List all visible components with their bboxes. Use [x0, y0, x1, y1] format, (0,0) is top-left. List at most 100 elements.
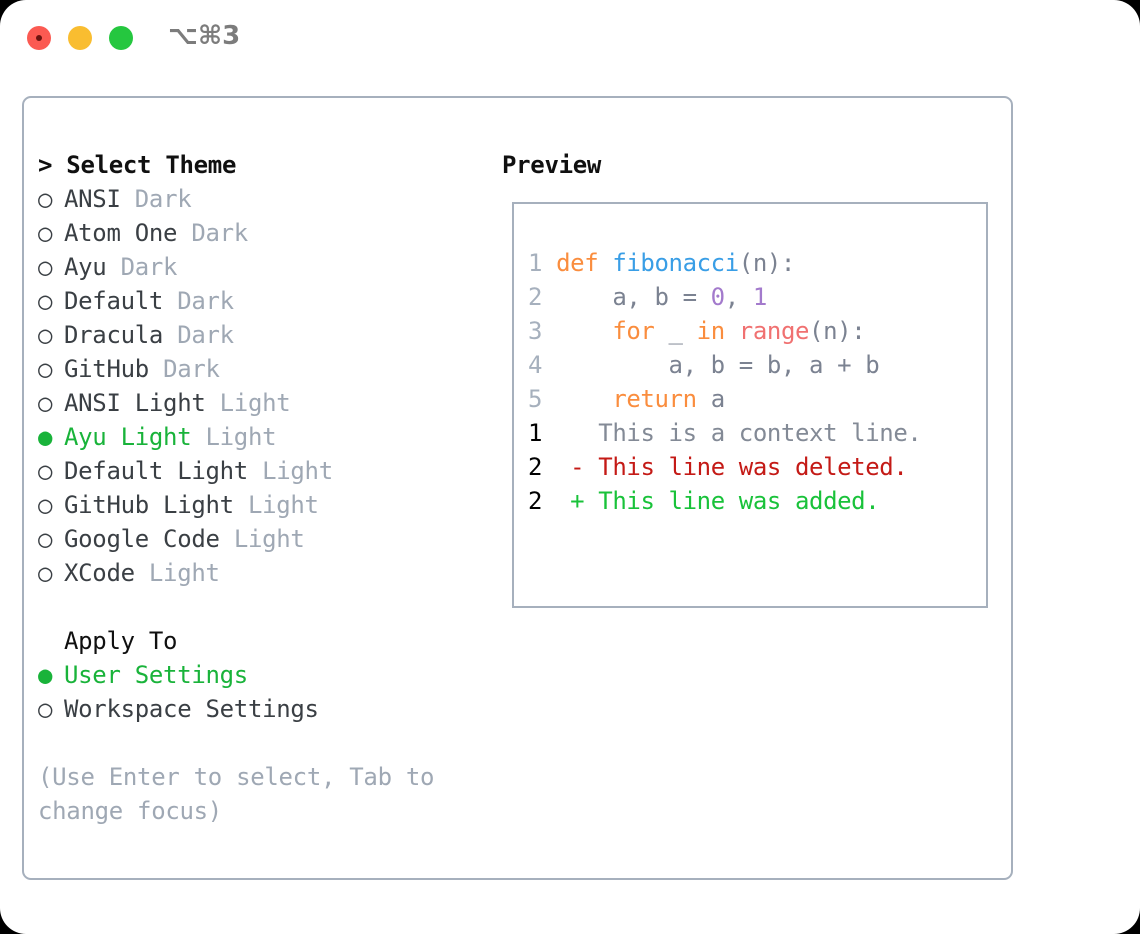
code-token: range	[738, 317, 810, 345]
theme-list-item[interactable]: ○ ANSI Dark	[38, 182, 478, 216]
theme-list-item[interactable]: ○Default Dark	[38, 284, 478, 318]
code-line: 4 a, b = b, a + b	[528, 348, 880, 382]
code-token: fibonacci	[612, 249, 739, 277]
radio-unselected-icon: ○	[38, 695, 53, 723]
theme-name: Dracula	[64, 321, 164, 349]
minimize-button-icon[interactable]	[68, 26, 92, 50]
radio-unselected-icon: ○	[38, 253, 53, 281]
gutter-gap	[542, 249, 556, 277]
apply-to-heading: Apply To	[64, 627, 178, 655]
theme-spacer	[135, 559, 149, 587]
radio-selected-icon: ●	[38, 661, 53, 689]
theme-spacer	[234, 491, 248, 519]
list-spacer	[38, 590, 478, 624]
diff-line: 2 + This line was added.	[528, 484, 921, 518]
theme-spacer	[248, 457, 262, 485]
keyboard-hint: (Use Enter to select, Tab to change focu…	[38, 763, 435, 825]
theme-selector-panel: > Select Theme ○ANSI Dark○Atom One Dark○…	[22, 96, 1013, 880]
radio-unselected-icon: ○	[38, 525, 53, 553]
theme-name: Atom One	[64, 219, 178, 247]
code-line: 1 def fibonacci(n):	[528, 246, 879, 280]
code-token: 0	[710, 283, 725, 311]
code-token: 1	[752, 283, 767, 311]
radio-unselected-icon: ○	[38, 321, 53, 349]
theme-name: ANSI Light	[64, 389, 206, 417]
radio-unselected-icon: ○	[38, 491, 53, 519]
theme-name: ANSI	[64, 185, 121, 213]
marker-gap	[584, 487, 598, 515]
theme-spacer	[163, 287, 177, 315]
theme-spacer	[220, 525, 234, 553]
theme-variant-tag: Dark	[163, 355, 220, 383]
window-controls	[27, 26, 133, 50]
apply-to-item[interactable]: ○ Workspace Settings	[38, 692, 478, 726]
code-token: ,	[724, 283, 753, 311]
title-bar: ⌥⌘3	[0, 0, 1140, 78]
theme-list-item[interactable]: ○ XCode Light	[38, 556, 478, 590]
theme-variant-tag: Dark	[191, 219, 248, 247]
theme-list-item[interactable]: ○GitHub Light Light	[38, 488, 478, 522]
theme-list-item[interactable]: ○ Atom One Dark	[38, 216, 478, 250]
code-token: a	[710, 385, 725, 413]
theme-list-item[interactable]: ○ Dracula Dark	[38, 318, 478, 352]
radio-unselected-icon: ○	[38, 219, 53, 247]
theme-name: Default Light	[64, 457, 248, 485]
code-token	[556, 317, 612, 345]
radio-unselected-icon: ○	[38, 355, 53, 383]
gutter-gap	[542, 351, 556, 379]
theme-variant-tag: Light	[233, 525, 305, 553]
apply-to-item[interactable]: ● User Settings	[38, 658, 478, 692]
theme-name: GitHub	[64, 355, 149, 383]
keyboard-shortcut-label: ⌥⌘3	[168, 21, 241, 51]
theme-spacer	[163, 321, 177, 349]
theme-list-item[interactable]: ○Ayu Dark	[38, 250, 478, 284]
code-line: 3 for _ in range(n):	[528, 314, 879, 348]
theme-variant-tag: Light	[247, 491, 319, 519]
diff-text: This line was deleted.	[598, 453, 908, 481]
diff-sample: 1 This is a context line.2 - This line w…	[528, 416, 922, 518]
theme-list-item[interactable]: ○Google Code Light	[38, 522, 478, 556]
diff-line-number: 2	[528, 453, 543, 481]
radio-unselected-icon: ○	[38, 287, 53, 315]
diff-marker: -	[570, 453, 585, 481]
radio-unselected-icon: ○	[38, 185, 53, 213]
code-token: _	[668, 317, 697, 345]
theme-spacer	[177, 219, 191, 247]
theme-list-item[interactable]: ○Default Light Light	[38, 454, 478, 488]
theme-list-item[interactable]: ●Ayu Light Light	[38, 420, 478, 454]
theme-spacer	[206, 389, 220, 417]
diff-line: 2 - This line was deleted.	[528, 450, 921, 484]
code-token: (n):	[809, 317, 866, 345]
radio-unselected-icon: ○	[38, 389, 53, 417]
code-line-number: 2	[528, 283, 543, 311]
preview-column: Preview 1 def fibonacci(n):2 a, b = 0, 1…	[502, 148, 1002, 608]
theme-variant-tag: Light	[148, 559, 220, 587]
theme-variant-tag: Dark	[134, 185, 192, 213]
theme-variant-tag: Dark	[120, 253, 178, 281]
close-button-icon[interactable]	[27, 26, 51, 50]
gutter-gap	[542, 453, 570, 481]
theme-list-item[interactable]: ○ANSI Light Light	[38, 386, 478, 420]
gutter-gap	[542, 283, 556, 311]
code-token: for	[612, 317, 669, 345]
code-line-number: 3	[528, 317, 543, 345]
diff-marker	[570, 419, 584, 447]
code-line-number: 4	[528, 351, 543, 379]
theme-variant-tag: Dark	[177, 287, 234, 315]
zoom-button-icon[interactable]	[109, 26, 133, 50]
theme-variant-tag: Dark	[177, 321, 234, 349]
gutter-gap	[542, 385, 556, 413]
marker-gap	[584, 419, 598, 447]
theme-name: XCode	[64, 559, 135, 587]
apply-to-label: User Settings	[64, 661, 248, 689]
radio-unselected-icon: ○	[38, 559, 53, 587]
code-line: 2 a, b = 0, 1	[528, 280, 879, 314]
apply-to-label: Workspace Settings	[64, 695, 319, 723]
code-token: a, b = b, a + b	[556, 351, 880, 379]
code-token: in	[696, 317, 739, 345]
gutter-gap	[542, 317, 556, 345]
theme-list-item[interactable]: ○ GitHub Dark	[38, 352, 478, 386]
